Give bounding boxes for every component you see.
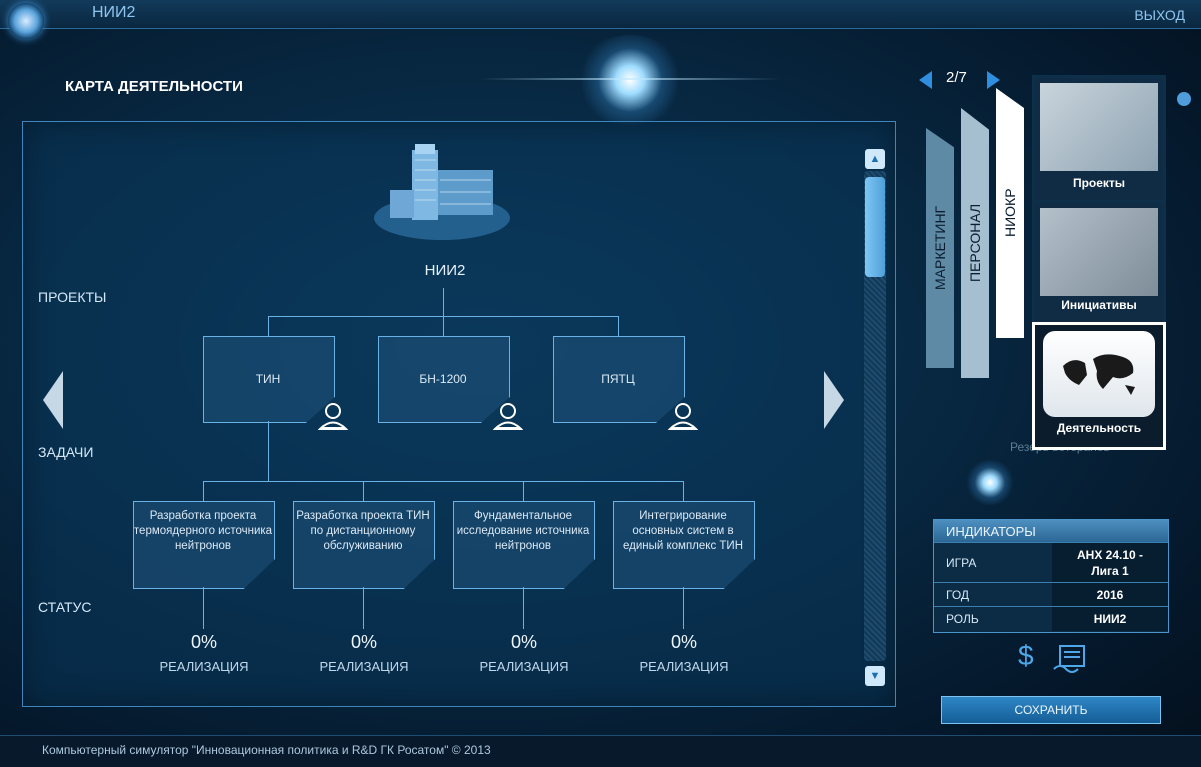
connector-line: [203, 587, 204, 629]
project-label: ТИН: [255, 371, 281, 386]
indicators-title: ИНДИКАТОРЫ: [934, 520, 1168, 542]
footer-text: Компьютерный симулятор "Инновационная по…: [42, 743, 491, 757]
connector-line: [443, 316, 444, 336]
card-label: Проекты: [1072, 176, 1126, 190]
connector-line: [618, 316, 619, 336]
footer-bar: [0, 735, 1201, 767]
indicator-key: ИГРА: [946, 556, 977, 570]
connector-line: [363, 481, 364, 501]
connector-line: [203, 481, 684, 482]
task-percent: 0%: [190, 632, 217, 652]
task-label: Разработка проекта ТИН по дистанционному…: [296, 510, 430, 552]
card-activity[interactable]: Деятельность: [1032, 322, 1166, 450]
tab-marketing[interactable]: МАРКЕТИНГ: [926, 128, 954, 368]
light-flare: [575, 35, 685, 125]
indicator-key: РОЛЬ: [946, 612, 979, 626]
task-node[interactable]: [613, 501, 755, 589]
building-icon: [374, 144, 510, 240]
manager-icon[interactable]: [318, 402, 348, 430]
task-node[interactable]: [293, 501, 435, 589]
manager-icon[interactable]: [668, 402, 698, 430]
save-button[interactable]: СОХРАНИТЬ: [941, 696, 1161, 724]
scroll-dot-icon: [1177, 92, 1191, 106]
world-map-icon: [1043, 331, 1155, 417]
tab-label: МАРКЕТИНГ: [932, 205, 948, 291]
indicator-row: ИГРА АНХ 24.10 - Лига 1: [934, 542, 1168, 583]
row-label-tasks: ЗАДАЧИ: [38, 444, 94, 460]
connector-line: [268, 421, 269, 481]
row-label-projects: ПРОЕКТЫ: [38, 289, 107, 305]
prev-arrow-icon[interactable]: [43, 371, 63, 429]
task-status-label: РЕАЛИЗАЦИЯ: [639, 659, 729, 674]
scrollbar-track[interactable]: [864, 171, 886, 661]
connector-line: [683, 481, 684, 501]
connector-line: [443, 288, 444, 316]
connector-line: [523, 587, 524, 629]
card-initiatives[interactable]: Инициативы: [1032, 200, 1166, 328]
scroll-down-button[interactable]: ▼: [865, 666, 885, 686]
connector-line: [203, 481, 204, 501]
task-percent: 0%: [670, 632, 697, 652]
task-node[interactable]: [453, 501, 595, 589]
task-percent: 0%: [510, 632, 537, 652]
indicators-title-text: ИНДИКАТОРЫ: [946, 524, 1036, 539]
indicator-value: АНХ 24.10 - Лига 1: [1052, 543, 1168, 583]
card-label: Инициативы: [1061, 298, 1137, 312]
app-title: НИИ2: [92, 4, 136, 21]
light-streak: [480, 78, 780, 80]
indicator-key: ГОД: [946, 588, 970, 602]
task-label: Интегрирование основных систем в единый …: [622, 510, 743, 552]
scroll-up-button[interactable]: ▲: [865, 149, 885, 169]
initiatives-play-icon: [1040, 208, 1158, 296]
pager-prev-icon[interactable]: [919, 71, 932, 89]
connector-line: [683, 587, 684, 629]
scrollbar-thumb[interactable]: [865, 177, 885, 277]
pager-next-icon[interactable]: [987, 71, 1000, 89]
rosatom-logo-icon: [8, 3, 44, 39]
indicator-row: ГОД 2016: [934, 582, 1168, 607]
org-name: НИИ2: [424, 262, 466, 279]
tab-label: ПЕРСОНАЛ: [967, 203, 983, 283]
connector-line: [268, 316, 269, 336]
contract-icon[interactable]: [1052, 643, 1088, 673]
pager-text: 2/7: [946, 69, 967, 86]
tab-personnel[interactable]: ПЕРСОНАЛ: [961, 108, 989, 378]
exit-button[interactable]: ВЫХОД: [1134, 7, 1185, 23]
card-label: Деятельность: [1056, 421, 1142, 435]
tab-label: НИОКР: [1002, 188, 1018, 238]
task-percent: 0%: [350, 632, 377, 652]
manager-icon[interactable]: [493, 402, 523, 430]
indicator-row: РОЛЬ НИИ2: [934, 606, 1168, 631]
project-node[interactable]: [553, 336, 685, 423]
indicator-value: НИИ2: [1052, 607, 1168, 631]
card-projects[interactable]: Проекты: [1032, 75, 1166, 203]
indicators-panel: ИНДИКАТОРЫ ИГРА АНХ 24.10 - Лига 1 ГОД 2…: [933, 519, 1169, 633]
header-bar: [0, 0, 1201, 29]
indicator-value: 2016: [1052, 583, 1168, 607]
projects-blueprint-icon: [1040, 83, 1158, 171]
row-label-status: СТАТУС: [38, 599, 92, 615]
connector-line: [523, 481, 524, 501]
task-status-label: РЕАЛИЗАЦИЯ: [479, 659, 569, 674]
project-label: БН-1200: [419, 371, 467, 386]
task-status-label: РЕАЛИЗАЦИЯ: [319, 659, 409, 674]
task-label: Фундаментальное исследование источника н…: [456, 510, 590, 552]
task-label: Разработка проекта термоядерного источни…: [133, 510, 273, 552]
project-node[interactable]: [203, 336, 335, 423]
project-node[interactable]: [378, 336, 510, 423]
page-title: КАРТА ДЕЯТЕЛЬНОСТИ: [65, 78, 243, 95]
tab-rnd[interactable]: НИОКР: [996, 88, 1024, 338]
connector-line: [363, 587, 364, 629]
dollar-icon[interactable]: $: [1018, 640, 1034, 671]
task-status-label: РЕАЛИЗАЦИЯ: [159, 659, 249, 674]
task-node[interactable]: [133, 501, 275, 589]
project-label: ПЯТЦ: [601, 371, 635, 386]
next-arrow-icon[interactable]: [824, 371, 844, 429]
light-flare: [965, 460, 1015, 505]
